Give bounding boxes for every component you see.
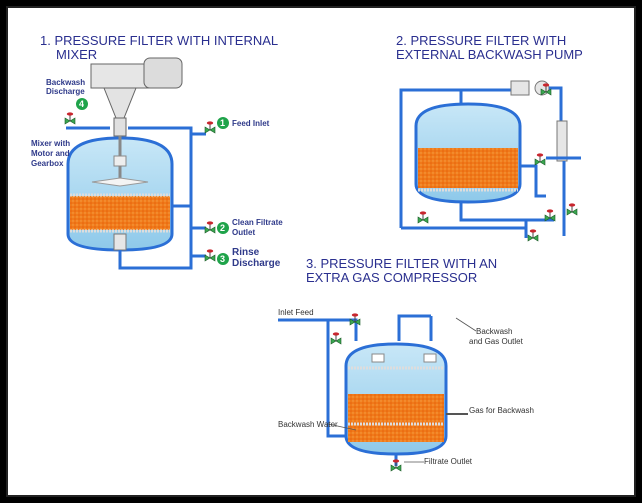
vessel-2 [414, 102, 522, 204]
pump-column [556, 120, 568, 162]
filtrate-valve[interactable] [204, 220, 216, 234]
filtrate-pipe [172, 204, 206, 230]
diagram-canvas: 1. PRESSURE FILTER WITH INTERNAL MIXER [6, 6, 636, 497]
rinse-valve[interactable] [204, 248, 216, 262]
label-backwash-2: Discharge [46, 87, 85, 96]
label-clean-2: Outlet [232, 228, 255, 237]
label-mixer-2: Motor and [31, 149, 70, 158]
label-mixer-1: Mixer with [31, 139, 70, 148]
label-backwash-gas-1: Backwash [476, 327, 512, 336]
label-clean-1: Clean Filtrate [232, 218, 283, 227]
feed-pipe [66, 126, 206, 136]
valve-d2-f[interactable] [527, 228, 539, 242]
diagram-2-title-line2: EXTERNAL BACKWASH PUMP [396, 47, 583, 62]
diagram-3-gas-compressor: 3. PRESSURE FILTER WITH AN EXTRA GAS COM… [278, 256, 534, 472]
label-inlet-feed: Inlet Feed [278, 308, 314, 317]
valve-d3-side[interactable] [330, 331, 342, 345]
vessel-3 [344, 342, 448, 456]
rinse-pipe [118, 228, 206, 270]
label-filtrate-outlet: Filtrate Outlet [424, 457, 473, 466]
label-mixer-3: Gearbox [31, 159, 64, 168]
label-backwash-water: Backwash Water [278, 420, 338, 429]
badge-4-text: 4 [79, 99, 84, 109]
badge-4 [76, 98, 88, 110]
backwash-valve[interactable] [64, 111, 76, 125]
valve-d2-e[interactable] [566, 202, 578, 216]
vessel-1 [66, 136, 174, 252]
badge-1 [217, 117, 229, 129]
diagram-2-backwash-pump: 2. PRESSURE FILTER WITH EXTERNAL BACKWAS… [396, 33, 583, 242]
feed-valve[interactable] [204, 120, 216, 134]
label-gas-backwash: Gas for Backwash [469, 406, 534, 415]
pump-motor [510, 80, 530, 96]
valve-d2-a[interactable] [417, 210, 429, 224]
diagram-svg: 1. PRESSURE FILTER WITH INTERNAL MIXER [31, 33, 583, 472]
label-feed-inlet: Feed Inlet [232, 119, 270, 128]
valve-d2-c[interactable] [534, 152, 546, 166]
diagram-1-title-line1: 1. PRESSURE FILTER WITH INTERNAL [40, 33, 278, 48]
label-rinse-2: Discharge [232, 258, 281, 269]
label-rinse-1: Rinse [232, 247, 260, 258]
diagram-3-title-line2: EXTRA GAS COMPRESSOR [306, 270, 477, 285]
badge-1-text: 1 [220, 118, 225, 128]
diagram-3-title-line1: 3. PRESSURE FILTER WITH AN [306, 256, 497, 271]
badge-2 [217, 222, 229, 234]
badge-2-text: 2 [220, 223, 225, 233]
badge-3 [217, 253, 229, 265]
valve-d3-outlet[interactable] [390, 458, 402, 472]
label-backwash-gas-2: and Gas Outlet [469, 337, 524, 346]
diagram-1-internal-mixer: 1. PRESSURE FILTER WITH INTERNAL MIXER [31, 33, 283, 270]
motor-gearbox [90, 57, 183, 137]
badge-3-text: 3 [220, 254, 225, 264]
label-backwash-1: Backwash [46, 78, 85, 87]
diagram-1-title-line2: MIXER [56, 47, 97, 62]
diagram-2-title-line1: 2. PRESSURE FILTER WITH [396, 33, 566, 48]
